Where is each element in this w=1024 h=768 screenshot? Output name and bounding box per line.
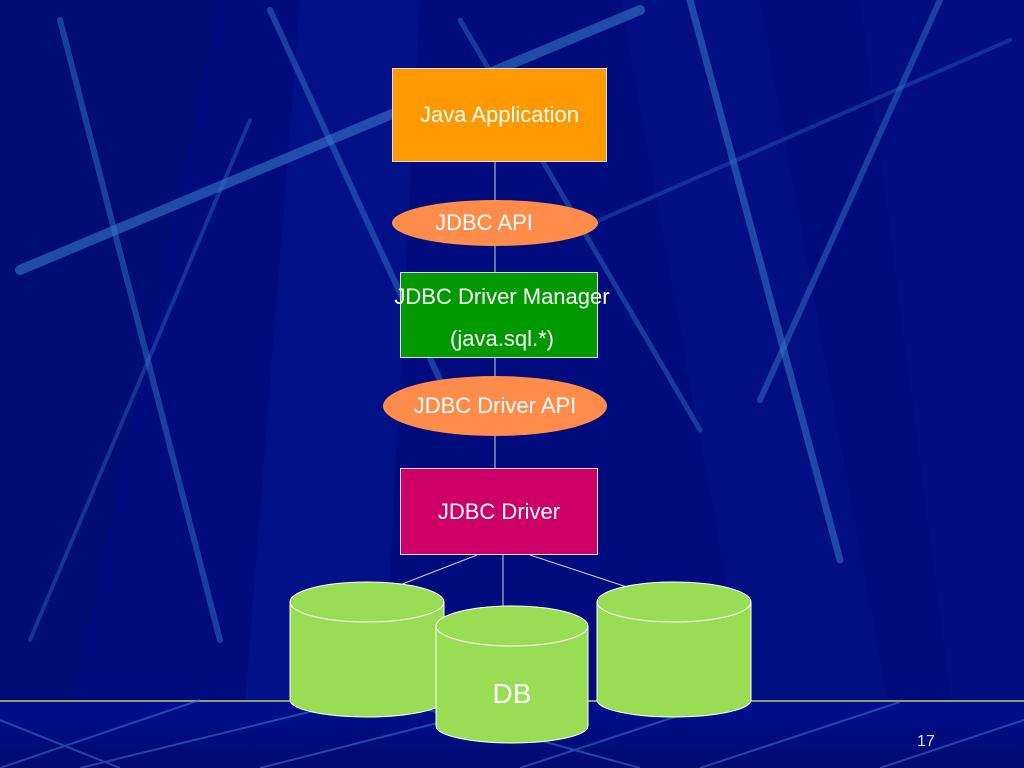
- database-right-icon: [596, 581, 752, 718]
- driver-manager-box: [400, 272, 598, 358]
- database-left-icon: [289, 581, 445, 718]
- connector-driver-to-db-right: [529, 554, 631, 589]
- driver-manager-label: JDBC Driver Manager (java.sql.*): [360, 284, 644, 352]
- jdbc-driver-api-label: JDBC Driver API: [413, 393, 577, 418]
- db-label: DB: [492, 678, 532, 709]
- java-application-box: Java Application: [392, 68, 607, 162]
- jdbc-api-ellipse: JDBC API: [392, 200, 598, 246]
- jdbc-driver-box: JDBC Driver: [400, 468, 598, 555]
- connector-lines: [391, 162, 631, 622]
- driver-manager-title: JDBC Driver Manager: [394, 284, 610, 309]
- jdbc-api-label: JDBC API: [435, 210, 533, 235]
- jdbc-driver-api-ellipse: JDBC Driver API: [383, 376, 607, 436]
- driver-manager-package: (java.sql.*): [450, 326, 554, 351]
- database-center-icon: [435, 605, 589, 744]
- connector-driver-to-db-left: [391, 554, 478, 589]
- jdbc-driver-label: JDBC Driver: [437, 498, 561, 524]
- slide-number: 17: [917, 733, 935, 750]
- java-application-label: Java Application: [420, 102, 579, 127]
